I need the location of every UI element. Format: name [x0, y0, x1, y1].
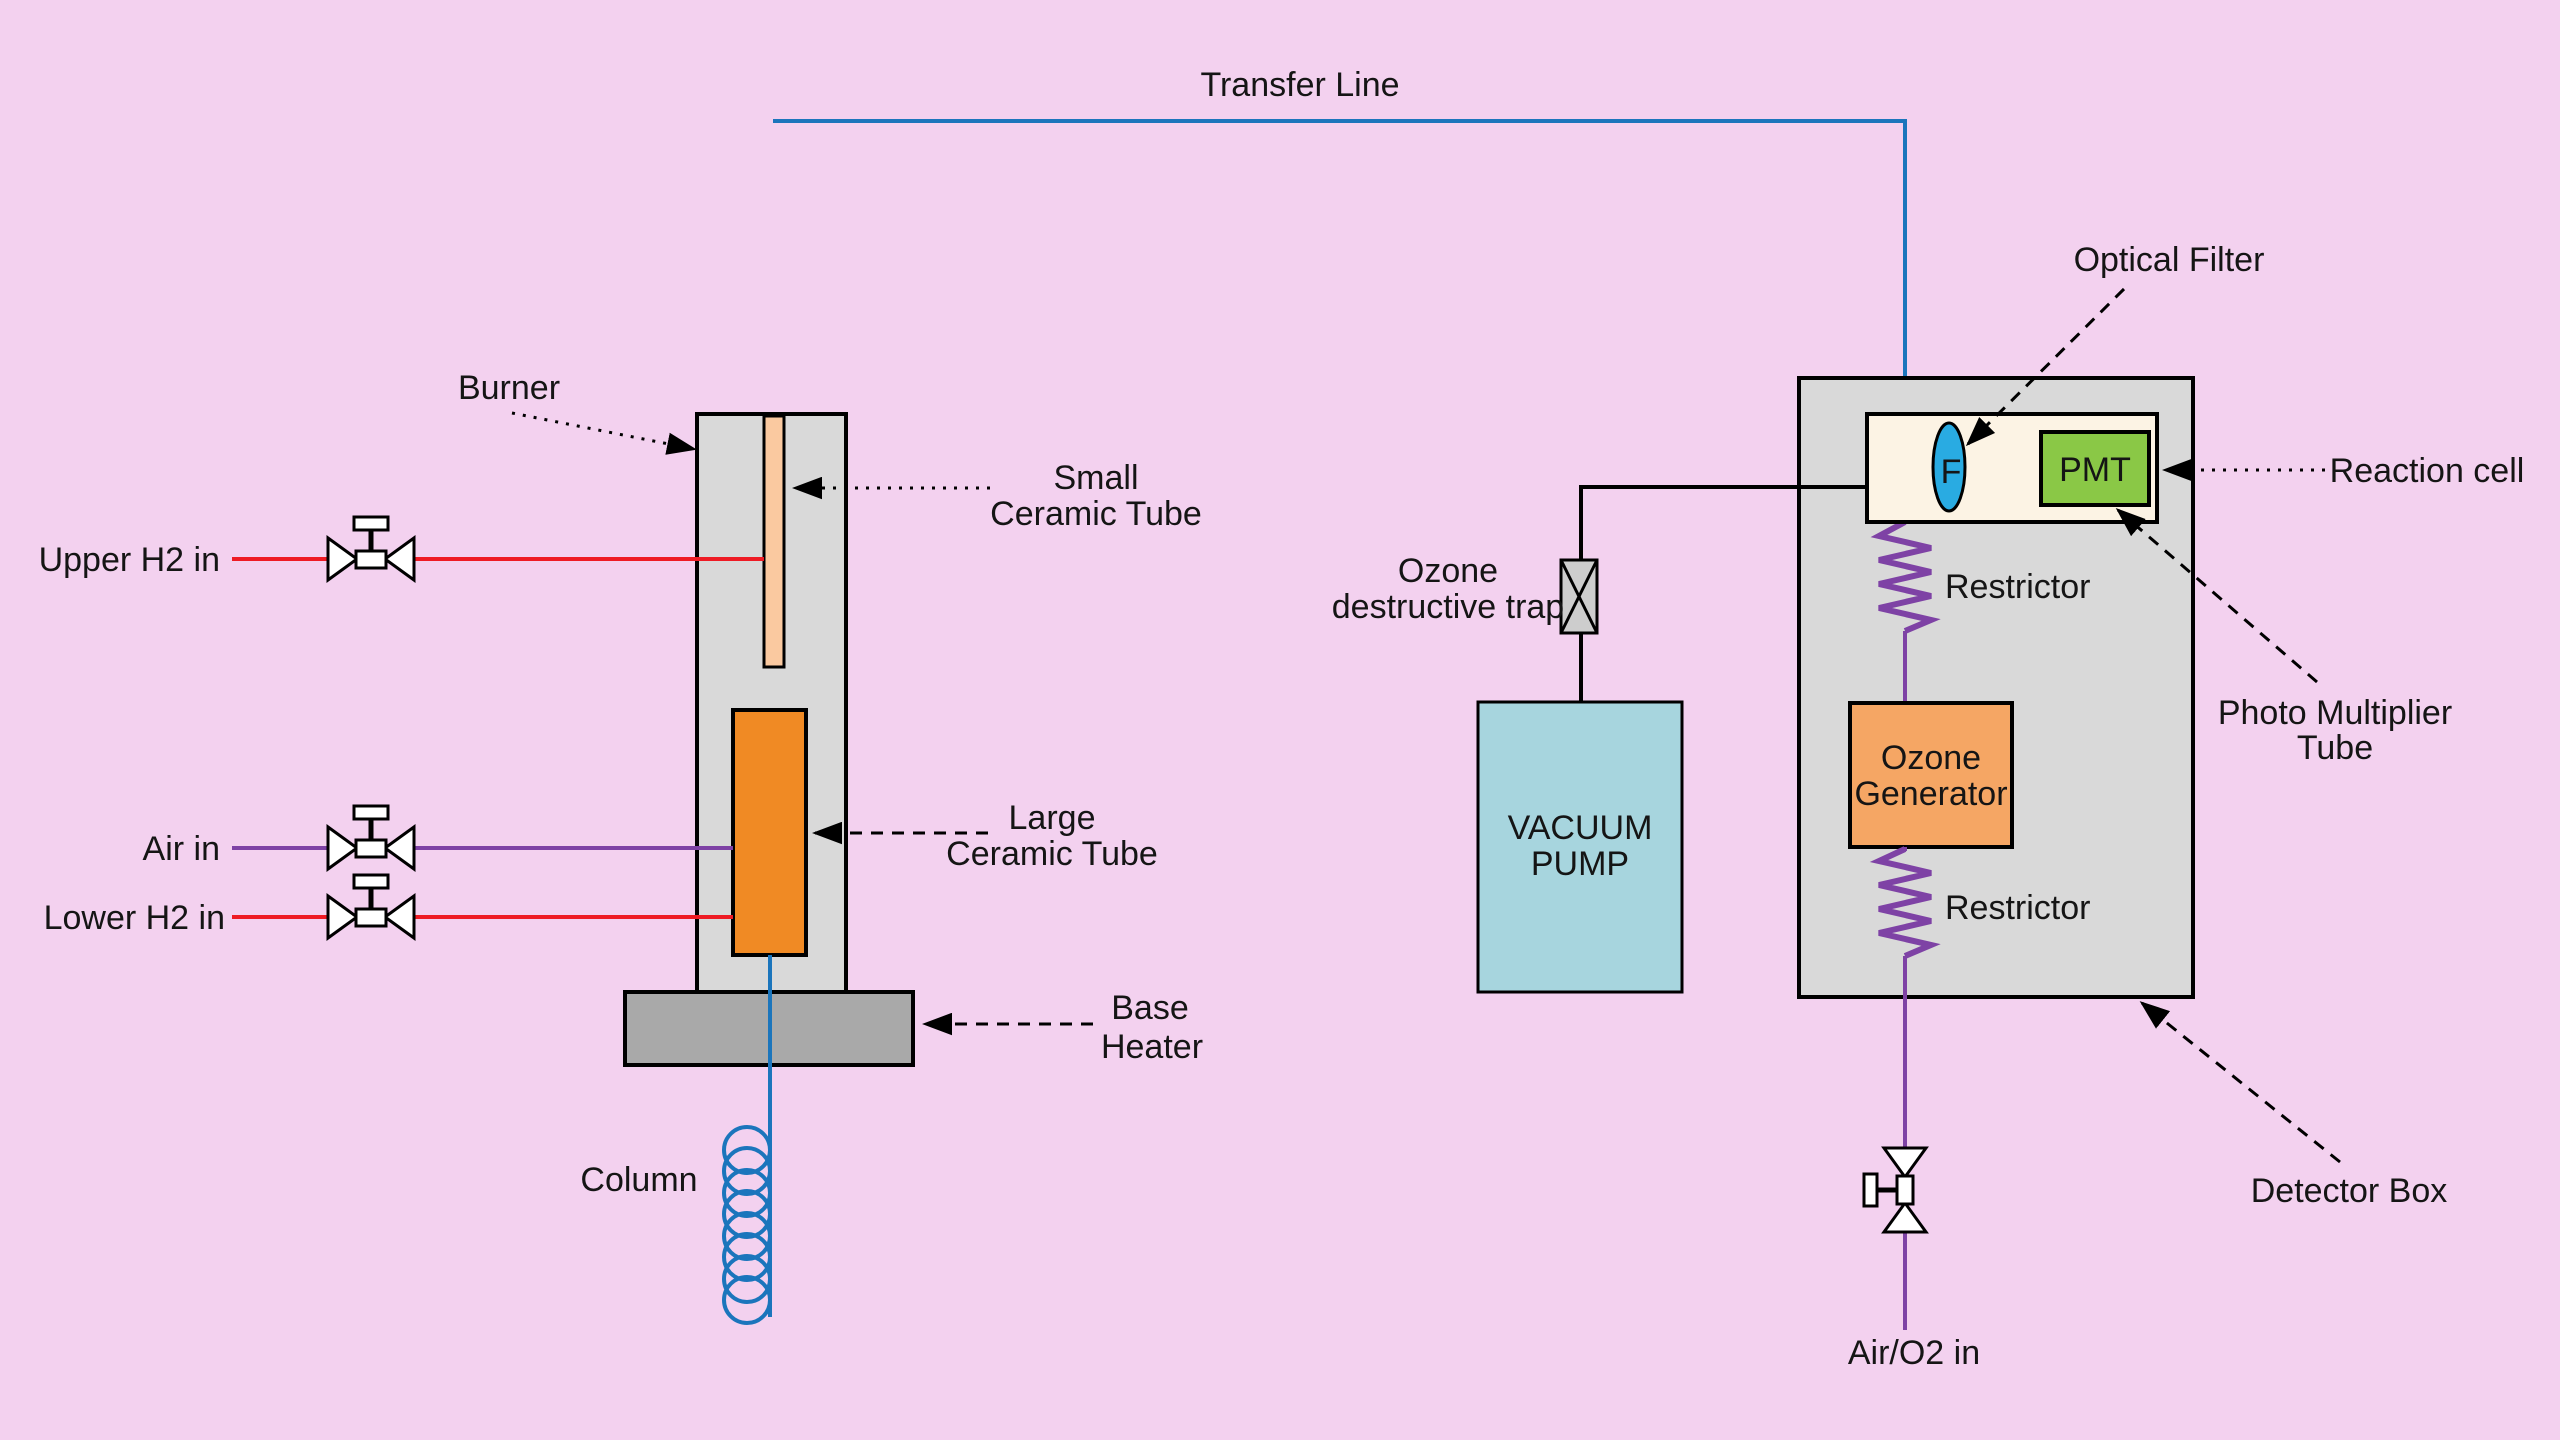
ozone-generator-box: [1848, 701, 2014, 849]
vacuum-pump-box: [1476, 700, 1684, 994]
valve-icon-upper-h2: [326, 515, 416, 583]
large-ceramic-tube-label-line2: Ceramic Tube: [946, 835, 1158, 873]
pmt-box: [2039, 430, 2151, 507]
ozone-trap-icon: [1559, 558, 1599, 635]
ozone-trap-label-line2: destructive trap: [1332, 588, 1564, 626]
upper-h2-in-label: Upper H2 in: [39, 541, 220, 579]
restrictor-upper-coil-icon: [1870, 519, 1941, 634]
optical-filter-arrow: [1965, 287, 2126, 447]
optical-filter-symbol-label: F: [1941, 453, 1962, 491]
vacuum-pump-label-line2: PUMP: [1531, 845, 1629, 883]
vacuum-pump-label-line1: VACUUM: [1508, 809, 1653, 847]
small-ceramic-tube-label-line1: Small: [1053, 459, 1138, 497]
lower-h2-in-label: Lower H2 in: [44, 899, 225, 937]
ozone-generator-label-line1: Ozone: [1881, 739, 1981, 777]
photo-multiplier-tube-arrow: [2115, 508, 2318, 684]
restrictor-lower-coil-icon: [1869, 846, 1941, 959]
optical-filter-icon: [1931, 421, 1967, 513]
valve-icon-air-in: [326, 804, 416, 872]
air-in-label: Air in: [143, 830, 220, 868]
photo-multiplier-tube-label-line1: Photo Multiplier: [2218, 694, 2452, 732]
base-heater-label-line1: Base: [1111, 989, 1189, 1027]
column-coil-icon: [722, 1125, 772, 1325]
transfer-line-label: Transfer Line: [1200, 66, 1399, 104]
valve-icon-air-o2: [1862, 1146, 1929, 1234]
ozone-trap-label-line1: Ozone: [1398, 552, 1498, 590]
column-label: Column: [580, 1161, 697, 1199]
restrictor-lower-label: Restrictor: [1945, 889, 2090, 927]
valve-icon-lower-h2: [326, 873, 416, 941]
optical-filter-label: Optical Filter: [2074, 241, 2265, 279]
photo-multiplier-tube-label-line2: Tube: [2297, 729, 2373, 767]
base-heater-label-line2: Heater: [1101, 1028, 1203, 1066]
small-ceramic-tube: [762, 414, 786, 669]
reaction-cell-label: Reaction cell: [2330, 452, 2525, 490]
detector-box-label: Detector Box: [2251, 1172, 2448, 1210]
restrictor-upper-label: Restrictor: [1945, 568, 2090, 606]
large-ceramic-tube-label-line1: Large: [1009, 799, 1096, 837]
burner-arrow: [511, 411, 697, 455]
burner-label: Burner: [458, 369, 560, 407]
air-o2-in-label: Air/O2 in: [1848, 1334, 1980, 1372]
small-ceramic-tube-label-line2: Ceramic Tube: [990, 495, 1202, 533]
transfer-line-pipe: [773, 119, 1907, 416]
large-ceramic-tube: [731, 708, 808, 957]
pmt-label: PMT: [2059, 451, 2131, 489]
detector-box-arrow: [2139, 1001, 2341, 1164]
ozone-generator-label-line2: Generator: [1854, 775, 2007, 813]
vacuum-pipe-upper: [1579, 485, 1867, 560]
